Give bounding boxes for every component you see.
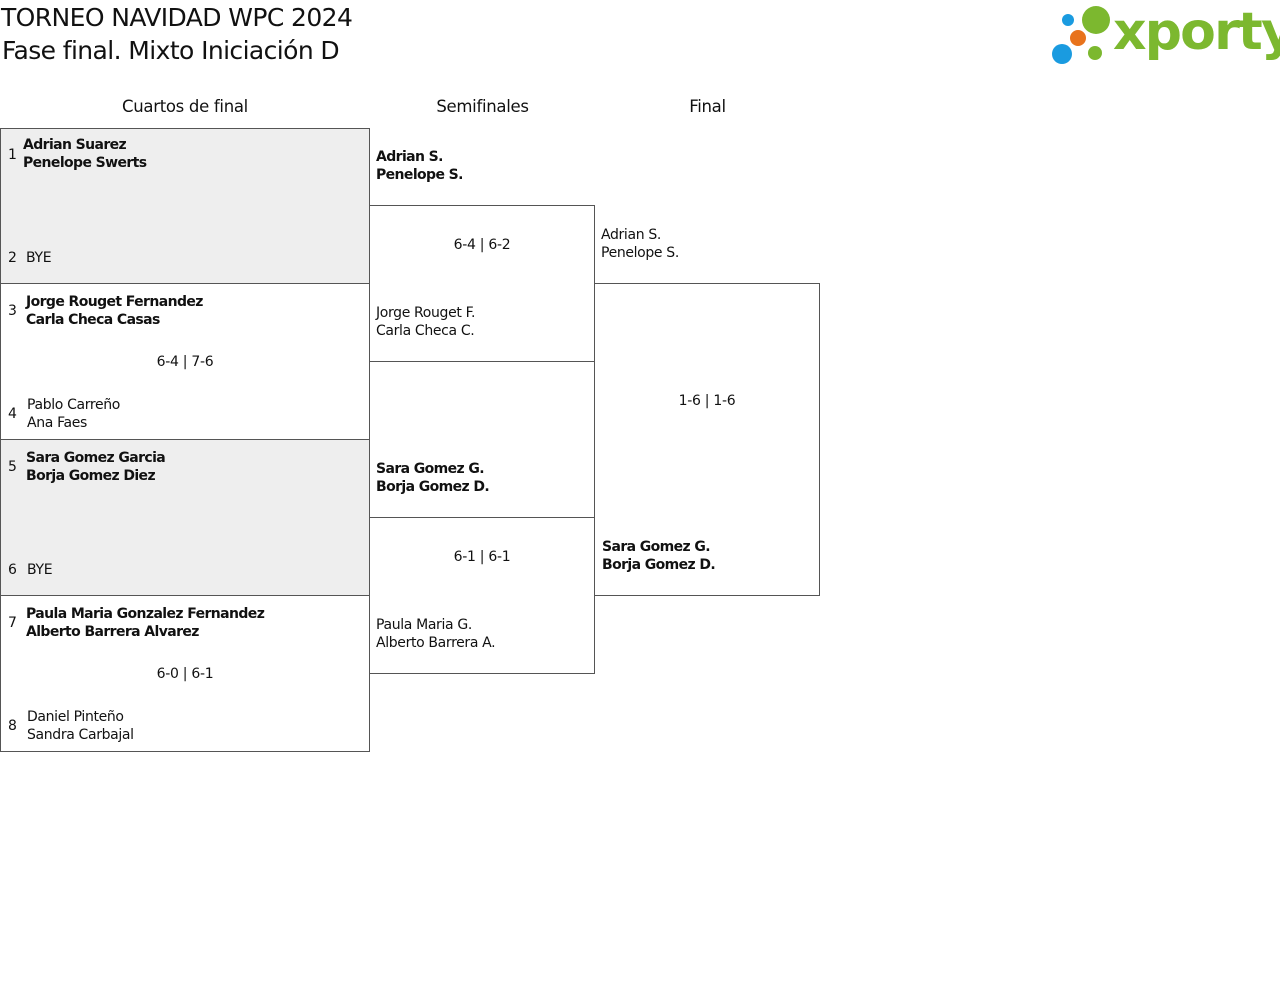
logo-dot-blue xyxy=(1062,14,1074,26)
round-header-quarterfinals: Cuartos de final xyxy=(122,97,248,116)
player-name: Ana Faes xyxy=(27,415,87,431)
match-score: 6-4 | 7-6 xyxy=(156,354,214,370)
logo-dot-blue-large xyxy=(1052,44,1072,64)
team-top[interactable]: Adrian Suarez Penelope Swerts xyxy=(23,136,147,172)
seed-number: 6 xyxy=(8,562,17,578)
team-bottom[interactable]: Paula Maria G. Alberto Barrera A. xyxy=(376,616,496,652)
player-name: Borja Gomez D. xyxy=(602,557,716,573)
bye-label: BYE xyxy=(26,250,52,266)
seed-number: 8 xyxy=(8,718,17,734)
team-bottom[interactable]: Daniel Pinteño Sandra Carbajal xyxy=(27,708,134,744)
player-name: Carla Checa C. xyxy=(376,323,475,339)
player-name: Sara Gomez Garcia xyxy=(26,450,166,466)
seed-number: 5 xyxy=(8,459,17,475)
seed-number: 2 xyxy=(8,250,17,266)
bye-label: BYE xyxy=(27,562,53,578)
quarterfinal-match-1: 1 Adrian Suarez Penelope Swerts 2 BYE xyxy=(0,128,370,284)
round-header-final: Final xyxy=(689,97,726,116)
quarterfinal-match-4: 7 Paula Maria Gonzalez Fernandez Alberto… xyxy=(0,595,370,752)
final-team-top[interactable]: Adrian S. Penelope S. xyxy=(601,226,679,262)
match-score: 6-1 | 6-1 xyxy=(453,549,511,565)
logo-dot-green-large xyxy=(1082,6,1110,34)
logo-wordmark: xporty xyxy=(1113,2,1280,62)
logo-dot-orange xyxy=(1070,30,1086,46)
final-match: 1-6 | 1-6 Sara Gomez G. Borja Gomez D. xyxy=(594,283,820,596)
team-bottom: BYE xyxy=(27,561,53,579)
player-name: Sandra Carbajal xyxy=(27,727,134,743)
team-bottom[interactable]: Pablo Carreño Ana Faes xyxy=(27,396,120,432)
player-name: Paula Maria Gonzalez Fernandez xyxy=(26,606,265,622)
quarterfinal-match-2: 3 Jorge Rouget Fernandez Carla Checa Cas… xyxy=(0,283,370,440)
player-name: Jorge Rouget F. xyxy=(376,305,476,321)
match-score: 6-0 | 6-1 xyxy=(156,666,214,682)
semifinal-match-1: 6-4 | 6-2 Jorge Rouget F. Carla Checa C. xyxy=(369,205,595,362)
match-score: 6-4 | 6-2 xyxy=(453,237,511,253)
player-name: Alberto Barrera Alvarez xyxy=(26,624,199,640)
player-name: Penelope S. xyxy=(601,245,679,261)
team-top[interactable]: Sara Gomez Garcia Borja Gomez Diez xyxy=(26,449,166,485)
seed-number: 1 xyxy=(8,147,17,163)
team-bottom: BYE xyxy=(26,249,52,267)
xporty-logo: xporty xyxy=(1050,2,1280,68)
player-name: Penelope S. xyxy=(376,167,463,183)
player-name: Pablo Carreño xyxy=(27,397,120,413)
team-top[interactable]: Paula Maria Gonzalez Fernandez Alberto B… xyxy=(26,605,265,641)
player-name: Borja Gomez Diez xyxy=(26,468,156,484)
player-name: Penelope Swerts xyxy=(23,155,147,171)
phase-subtitle: Fase final. Mixto Iniciación D xyxy=(2,36,340,65)
semifinal-match-2: 6-1 | 6-1 Paula Maria G. Alberto Barrera… xyxy=(369,517,595,674)
round-header-semifinals: Semifinales xyxy=(436,97,529,116)
player-name: Paula Maria G. xyxy=(376,617,472,633)
player-name: Sara Gomez G. xyxy=(376,461,485,477)
player-name: Sara Gomez G. xyxy=(602,539,711,555)
team-top[interactable]: Jorge Rouget Fernandez Carla Checa Casas xyxy=(26,293,203,329)
player-name: Jorge Rouget Fernandez xyxy=(26,294,203,310)
player-name: Borja Gomez D. xyxy=(376,479,490,495)
semifinal-1-team-top[interactable]: Adrian S. Penelope S. xyxy=(376,148,463,184)
player-name: Daniel Pinteño xyxy=(27,709,124,725)
semifinal-2-team-top[interactable]: Sara Gomez G. Borja Gomez D. xyxy=(376,460,490,496)
tournament-title: TORNEO NAVIDAD WPC 2024 xyxy=(1,3,353,32)
player-name: Alberto Barrera A. xyxy=(376,635,496,651)
player-name: Adrian S. xyxy=(601,227,661,243)
player-name: Adrian S. xyxy=(376,149,443,165)
seed-number: 4 xyxy=(8,406,17,422)
seed-number: 7 xyxy=(8,615,17,631)
logo-dot-green-small xyxy=(1088,46,1102,60)
team-bottom[interactable]: Sara Gomez G. Borja Gomez D. xyxy=(602,538,716,574)
team-bottom[interactable]: Jorge Rouget F. Carla Checa C. xyxy=(376,304,475,340)
match-score: 1-6 | 1-6 xyxy=(678,393,736,409)
player-name: Carla Checa Casas xyxy=(26,312,160,328)
player-name: Adrian Suarez xyxy=(23,137,127,153)
seed-number: 3 xyxy=(8,303,17,319)
quarterfinal-match-3: 5 Sara Gomez Garcia Borja Gomez Diez 6 B… xyxy=(0,439,370,596)
